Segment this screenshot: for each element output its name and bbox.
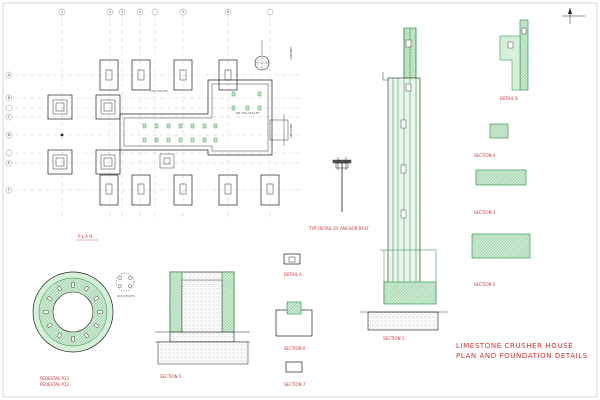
ring-bolt [71,282,75,288]
ring-bolt [43,310,49,314]
ring-bolt [46,322,53,329]
grid-bubble-col-5: 5 [179,8,187,16]
ring-bolt [56,285,63,292]
anchor-bolt-detail: TYP. DETAIL OF ANCHOR BOLT [308,157,369,231]
drawing-title-line-2: PLAN AND FOUNDATION DETAILS [456,352,588,360]
chimney-symbol [254,55,270,71]
ring-bolt [71,336,75,342]
detail-b: DETAIL B [499,19,529,101]
svg-text:5: 5 [182,10,184,14]
svg-text:SECTION 6: SECTION 6 [284,346,306,351]
section-1-column: SECTION 1 [360,27,448,341]
svg-text:DETAIL A: DETAIL A [284,272,302,277]
pedestal-ring: PEDESTAL P13 PEDESTAL P13 [32,271,114,387]
grid-bubble-row-a: A [5,71,13,79]
grid-bubble-row-b: B [5,94,13,102]
svg-text:C: C [8,115,11,119]
pedestal-label-2: PEDESTAL P13 [40,382,69,387]
ring-bolt [83,285,90,292]
svg-text:ON 4 BOLTS: ON 4 BOLTS [117,294,135,298]
svg-text:SECTION 7: SECTION 7 [284,382,306,387]
footing-left-squares [47,94,121,175]
svg-text:SECTION 3: SECTION 3 [474,210,496,215]
svg-text:SECTION 2: SECTION 2 [474,282,496,287]
section-3: SECTION 3 [474,169,527,215]
grid-bubble-row-e: E [5,159,13,167]
section-6: SECTION 6 [275,301,313,351]
svg-text:F: F [8,188,10,192]
ring-bolt [97,310,103,314]
section-4: SECTION 4 [474,123,509,158]
svg-text:E: E [8,161,10,165]
detail-a: DETAIL A [283,253,302,277]
title-block: LIMESTONE CRUSHER HOUSE PLAN AND FOUNDAT… [456,342,588,360]
svg-text:2: 2 [109,10,111,14]
grid-bubble-col-2: 2 [106,8,114,16]
drawing-title-line-1: LIMESTONE CRUSHER HOUSE [456,342,573,350]
ring-bolt [56,332,63,339]
bolt-pattern-circle: ON 4 BOLTS [115,272,135,298]
ring-bolts [43,282,103,342]
grid-bubble-col-3: 3 [118,8,126,16]
pedestal-label-1: PEDESTAL P13 [40,376,69,381]
plan-view: 1 2 3 4 5 6 A B C D E F [5,8,300,241]
svg-text:4: 4 [139,10,141,14]
svg-text:D: D [8,133,11,137]
central-slab [119,79,289,169]
svg-text:B: B [8,96,11,100]
svg-text:6: 6 [227,10,229,14]
grid-bubble-row-f: F [5,186,13,194]
label-dr-tail-pulley: DR TAIL PULLEY [236,111,260,115]
grid-bubble-col-1: 1 [58,8,66,16]
section-5: SECTION 5 [155,271,250,379]
plan-title: P L A N [78,234,92,239]
anchor-bolt-title: TYP. DETAIL OF ANCHOR BOLT [308,226,369,231]
section-7: SECTION 7 [284,361,306,387]
svg-text:A: A [8,73,11,77]
grid-bubble-col-4: 4 [136,8,144,16]
svg-text:SECTION 4: SECTION 4 [474,153,496,158]
grid-bubble-col-6: 6 [224,8,232,16]
svg-text:SECTION 5: SECTION 5 [160,374,182,379]
footing-row-bottom [99,174,280,206]
svg-text:1: 1 [61,10,63,14]
detail-b-title: DETAIL B [500,96,518,101]
ring-bolt [93,295,100,302]
ring-bolt [93,322,100,329]
north-arrow-icon [562,8,585,24]
label-crusher: CRUSHER [289,123,293,138]
footing-row-top [99,59,238,91]
grid-bubble-row-c: C [5,113,13,121]
section-2: SECTION 2 [471,233,531,287]
ring-bolt [46,295,53,302]
grid-bubble-row-d: D [5,131,13,139]
svg-text:3: 3 [121,10,123,14]
label-tail-pulley: TAIL PULLEY [149,89,168,93]
ring-bolt [83,332,90,339]
section-1-title: SECTION 1 [383,336,405,341]
label-chimney: CHIMNEY [289,46,293,60]
